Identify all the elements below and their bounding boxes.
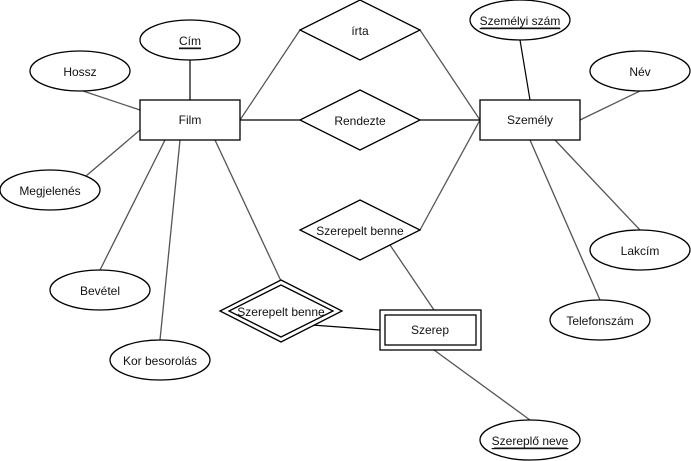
relationship-irta-label: írta	[351, 24, 369, 38]
connector-szerepelt-benne-1-szerep	[389, 244, 435, 311]
attribute-kor-besorolas-label: Kor besorolás	[123, 354, 197, 368]
relationship-szerepelt-benne[interactable]: Szerepelt benne	[298, 199, 422, 261]
entity-szemely[interactable]: Személy	[479, 99, 581, 141]
attribute-hossz[interactable]: Hossz	[29, 50, 131, 92]
attribute-bevetel[interactable]: Bevétel	[49, 269, 151, 311]
attribute-szemelyi-szam-label: Személyi szám	[480, 14, 561, 28]
identifying-relationship-szerepelt-benne-label: Szerepelt benne	[237, 305, 325, 319]
attribute-telefonszam[interactable]: Telefonszám	[549, 299, 651, 341]
relationship-rendezte[interactable]: Rendezte	[298, 89, 422, 151]
attribute-bevetel-label: Bevétel	[80, 284, 120, 298]
entity-szemely-label: Személy	[507, 113, 553, 127]
attribute-megjelenes[interactable]: Megjelenés	[0, 169, 101, 211]
attribute-cim-label: Cím	[179, 34, 201, 48]
relationship-rendezte-label: Rendezte	[334, 114, 386, 128]
connector-szemely-nev	[579, 90, 641, 121]
connectors	[79, 29, 641, 421]
attribute-szemelyi-szam[interactable]: Személyi szám	[469, 0, 571, 41]
connector-film-hossz	[79, 89, 141, 111]
connector-irta-szemely	[419, 29, 481, 121]
connector-szemely-lakcim	[554, 139, 641, 231]
connector-film-bevetel	[99, 139, 166, 271]
attribute-cim[interactable]: Cím	[139, 19, 241, 61]
connector-szerepelt-benne-2-szerep	[311, 324, 381, 331]
weak-entity-szerep[interactable]: Szerep	[379, 309, 482, 351]
connector-film-megjelenes	[85, 129, 141, 177]
entity-film-label: Film	[179, 113, 202, 127]
relationship-szerepelt-benne-label: Szerepelt benne	[316, 224, 404, 238]
attribute-szereplo-neve-label: Szereplő neve	[492, 434, 569, 448]
relationship-irta[interactable]: írta	[298, 0, 422, 61]
attribute-telefonszam-label: Telefonszám	[566, 314, 633, 328]
identifying-relationship-szerepelt-benne[interactable]: Szerepelt benne	[218, 279, 344, 343]
connector-szerep-szereplo-neve	[433, 349, 531, 421]
weak-entity-szerep-label: Szerep	[411, 323, 449, 337]
connector-film-szerepelt-benne-2	[214, 139, 282, 282]
connector-szemely-szemelyi-szam	[519, 39, 531, 101]
attribute-lakcim-label: Lakcím	[621, 244, 660, 258]
connector-szemely-telefonszam	[529, 139, 601, 301]
connector-film-kor-besorolas	[159, 139, 181, 341]
connector-szemely-szerepelt-benne-1	[419, 119, 481, 231]
attribute-nev-label: Név	[629, 65, 650, 79]
attribute-megjelenes-label: Megjelenés	[19, 184, 80, 198]
attribute-lakcim[interactable]: Lakcím	[589, 229, 691, 271]
attribute-nev[interactable]: Név	[589, 50, 691, 92]
attribute-kor-besorolas[interactable]: Kor besorolás	[109, 339, 211, 381]
attribute-hossz-label: Hossz	[63, 65, 96, 79]
entity-film[interactable]: Film	[139, 99, 241, 141]
connector-film-irta	[239, 29, 301, 121]
attribute-szereplo-neve[interactable]: Szereplő neve	[479, 419, 581, 461]
